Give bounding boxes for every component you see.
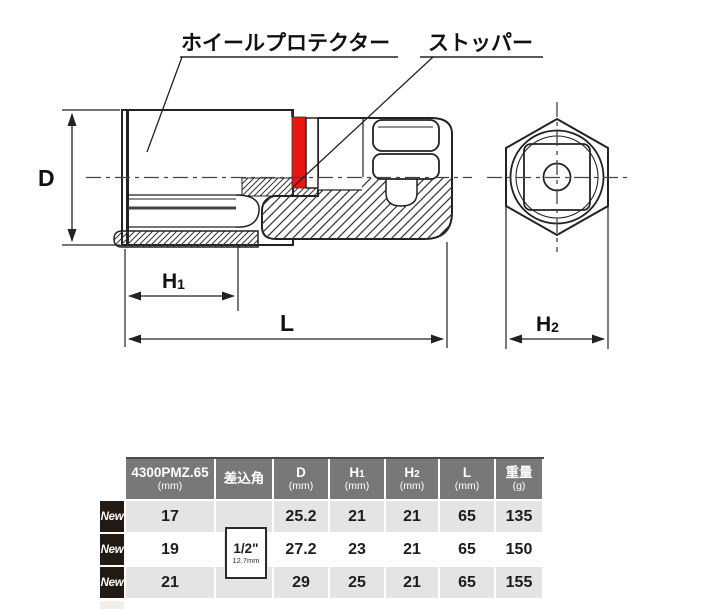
detent-pocket: [385, 177, 418, 207]
cell-weight: 155: [496, 567, 542, 598]
table-row: New 17 25.2 21 21 65 135: [100, 501, 544, 532]
header-h1: H1 (mm): [330, 459, 384, 499]
cell-l: 65: [440, 501, 494, 532]
new-badge: New: [100, 501, 124, 532]
spec-table-header: 4300PMZ.65 (mm) 差込角 D (mm) H1 (mm) H2 (m…: [126, 457, 544, 499]
cell-model: 19: [126, 534, 214, 565]
cell-h1: 25: [330, 567, 384, 598]
cell-d: 25.2: [274, 501, 328, 532]
cell-d: 29: [274, 567, 328, 598]
cell-l: 65: [440, 534, 494, 565]
callouts: ホイールプロテクター ストッパー: [146, 32, 543, 188]
cropped-row-remnant: [100, 601, 124, 609]
dim-label-l: L: [280, 310, 294, 336]
header-h2: H2 (mm): [386, 459, 438, 499]
cell-drive: [216, 501, 272, 532]
dim-label-h2: H2: [536, 313, 559, 336]
socket-technical-drawing: D H1 L H2 ホイールプロテクター ストッパー: [38, 32, 628, 349]
cell-h1: 23: [330, 534, 384, 565]
cell-d: 27.2: [274, 534, 328, 565]
protector-lip: [113, 230, 259, 248]
cell-h1: 21: [330, 501, 384, 532]
drive-size-badge: 1/2" 12.7mm: [225, 527, 267, 579]
cell-model: 17: [126, 501, 214, 532]
header-d: D (mm): [274, 459, 328, 499]
table-row: New 21 29 25 21 65 155: [100, 567, 544, 598]
stopper-label: ストッパー: [428, 32, 533, 55]
centerlines: [86, 102, 628, 252]
cell-h2: 21: [386, 501, 438, 532]
dimension-extension-lines: [62, 109, 609, 349]
header-l: L (mm): [440, 459, 494, 499]
cell-h2: 21: [386, 534, 438, 565]
spec-table: 4300PMZ.65 (mm) 差込角 D (mm) H1 (mm) H2 (m…: [100, 457, 544, 609]
dim-label-h1: H1: [162, 270, 185, 293]
new-badge: New: [100, 534, 124, 565]
wheel-protector-label: ホイールプロテクター: [181, 32, 390, 55]
bore-end: [235, 194, 260, 228]
cell-h2: 21: [386, 567, 438, 598]
header-weight: 重量 (g): [496, 459, 542, 499]
cell-l: 65: [440, 567, 494, 598]
cell-model: 21: [126, 567, 214, 598]
dimension-arrows: [67, 113, 605, 344]
side-section-view: [113, 109, 453, 248]
header-model: 4300PMZ.65 (mm): [126, 459, 214, 499]
dim-label-d: D: [38, 165, 55, 191]
cell-weight: 150: [496, 534, 542, 565]
cell-weight: 135: [496, 501, 542, 532]
table-row: New 19 27.2 23 21 65 150: [100, 534, 544, 565]
header-drive-size: 差込角: [216, 459, 272, 499]
new-badge: New: [100, 567, 124, 598]
